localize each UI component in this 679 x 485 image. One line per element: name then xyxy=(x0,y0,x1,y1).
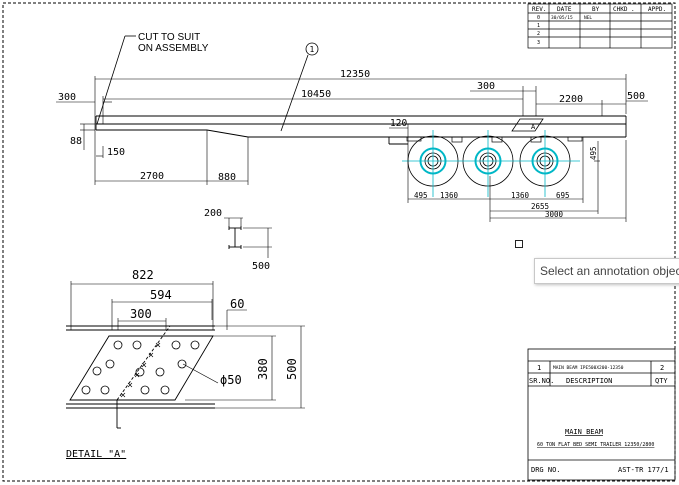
detail-a-dims xyxy=(70,281,305,409)
title-line-2: 60 TON FLAT BED SEMI TRAILER 12350/2800 xyxy=(537,442,654,448)
detail-a-marker-label: A xyxy=(531,123,536,131)
item-balloon[interactable] xyxy=(305,42,319,56)
detail-a-holes xyxy=(81,340,200,395)
dimension-lines-left xyxy=(80,123,104,185)
dim-2655: 2655 xyxy=(531,202,549,211)
dim-120: 120 xyxy=(390,118,407,129)
selection-grip[interactable] xyxy=(515,240,523,248)
note-cut-to-suit-line2: ON ASSEMBLY xyxy=(138,43,209,54)
beam-section-dims xyxy=(224,217,272,258)
detail-a-label: DETAIL "A" xyxy=(66,449,126,460)
dimension-120 xyxy=(389,124,409,144)
rev-header-appd: APPD. xyxy=(648,6,666,13)
dim-880: 880 xyxy=(218,172,236,183)
main-beam-elevation[interactable] xyxy=(95,115,627,145)
dim-1360-a: 1360 xyxy=(440,191,459,200)
beam-dim-500: 500 xyxy=(252,261,270,272)
rev-header-rev: REV. xyxy=(532,6,546,13)
beam-dim-200: 200 xyxy=(204,208,222,219)
detail-hole-dia: ϕ50 xyxy=(220,373,242,387)
title-drg-no: AST-TR 177/1 xyxy=(618,466,669,474)
detail-dim-300: 300 xyxy=(130,307,152,321)
title-item-no: 1 xyxy=(537,364,541,372)
title-block xyxy=(527,348,676,481)
detail-dim-380: 380 xyxy=(256,358,270,380)
dim-300-right: 300 xyxy=(477,81,495,92)
annotation-tooltip: Select an annotation object xyxy=(534,258,679,284)
rev-row-3-no: 3 xyxy=(537,40,540,46)
detail-dim-60: 60 xyxy=(230,297,244,311)
title-item-desc: MAIN BEAM IPE500X200-12350 xyxy=(553,365,624,371)
dimension-lines-top xyxy=(56,74,648,130)
note-cut-to-suit-line1: CUT TO SUIT xyxy=(138,32,200,43)
detail-dim-594: 594 xyxy=(150,288,172,302)
balloon-leader xyxy=(280,54,309,132)
title-col-qty: QTY xyxy=(655,377,668,385)
title-item-qty: 2 xyxy=(660,364,664,372)
dim-12350: 12350 xyxy=(340,69,370,80)
rev-row-0-no: 0 xyxy=(537,15,540,21)
rev-header-by: BY xyxy=(592,6,600,13)
item-balloon-number: 1 xyxy=(310,45,315,54)
dimension-lines-bottom xyxy=(95,130,249,185)
rev-row-1-no: 1 xyxy=(537,23,540,29)
detail-a-plate[interactable] xyxy=(69,325,214,429)
dim-2700: 2700 xyxy=(140,171,164,182)
dim-695: 695 xyxy=(556,191,570,200)
dimension-lines-axles xyxy=(407,136,627,222)
dim-500-right: 500 xyxy=(627,91,645,102)
title-col-srno: SR.NO. xyxy=(529,377,554,385)
detail-dim-500: 500 xyxy=(285,358,299,380)
dim-495-vertical: 495 xyxy=(589,146,598,160)
hole-leader xyxy=(182,363,219,384)
detail-a-flange xyxy=(66,325,215,409)
dim-3000: 3000 xyxy=(545,210,564,219)
rev-row-0-by: NEL xyxy=(584,15,592,21)
rev-header-date: DATE xyxy=(557,6,572,13)
detail-a-weld-marks xyxy=(120,342,161,398)
beam-section[interactable] xyxy=(228,226,242,249)
dim-300-left: 300 xyxy=(58,92,76,103)
dim-10450: 10450 xyxy=(301,89,331,100)
dim-88: 88 xyxy=(70,136,82,147)
title-drg-label: DRG NO. xyxy=(531,466,561,474)
note-leader xyxy=(96,35,136,125)
dim-495: 495 xyxy=(414,191,428,200)
title-line-1: MAIN BEAM xyxy=(565,428,603,436)
revision-table xyxy=(527,3,673,49)
rev-header-chkd: CHKD . xyxy=(613,6,635,13)
rev-row-2-no: 2 xyxy=(537,31,540,37)
detail-dim-822: 822 xyxy=(132,268,154,282)
wheel-center-lines xyxy=(402,130,580,197)
dim-150: 150 xyxy=(107,147,125,158)
rev-row-0-date: 30/05/15 xyxy=(551,15,573,21)
detail-a-marker[interactable] xyxy=(511,118,544,132)
title-col-desc: DESCRIPTION xyxy=(566,377,612,385)
dim-1360-b: 1360 xyxy=(511,191,530,200)
dim-2200: 2200 xyxy=(559,94,583,105)
